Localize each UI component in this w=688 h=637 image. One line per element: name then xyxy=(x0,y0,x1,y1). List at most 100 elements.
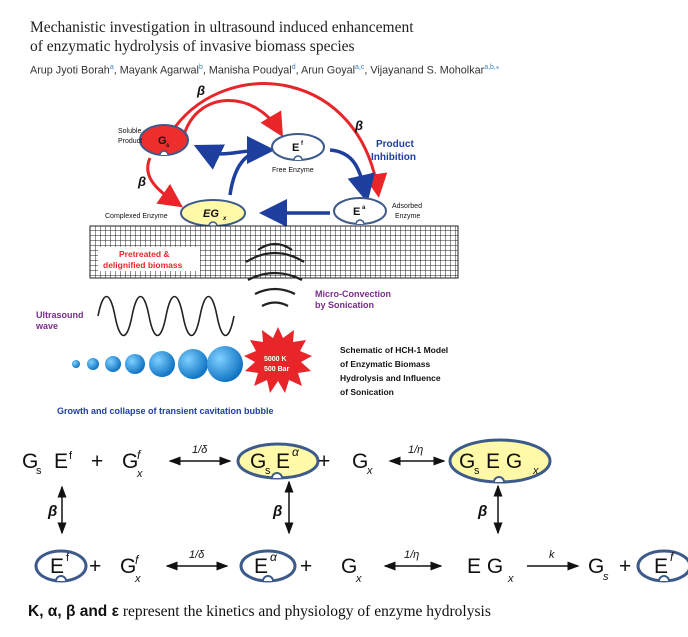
svg-text:500 Bar: 500 Bar xyxy=(264,366,290,373)
svg-text:G: G xyxy=(250,450,266,473)
author-affiliation: a,c xyxy=(355,64,365,71)
author-affiliation: b xyxy=(198,64,203,71)
svg-text:+: + xyxy=(91,450,103,473)
svg-text:f: f xyxy=(135,553,140,567)
navy-arrow-ef-to-ea xyxy=(329,148,375,203)
svg-text:Pretreated &: Pretreated & xyxy=(119,249,170,259)
red-arrow-gs-to-ea xyxy=(173,82,388,198)
svg-text:1/η: 1/η xyxy=(408,444,423,456)
author-affiliation: d xyxy=(291,64,296,71)
paper-title-line-1: Mechanistic investigation in ultrasound … xyxy=(30,19,414,36)
svg-text:+: + xyxy=(619,555,631,578)
svg-text:Hydrolysis and Influence: Hydrolysis and Influence xyxy=(340,373,441,383)
author-name: Arup Jyoti Borah xyxy=(30,64,110,77)
svg-text:s: s xyxy=(265,465,271,477)
caption-text: represent the kinetics and physiology of… xyxy=(118,603,491,620)
svg-text:β: β xyxy=(272,503,282,520)
red-arrow-gs-to-egx xyxy=(146,157,183,208)
svg-text:s: s xyxy=(166,143,170,149)
svg-text:5000 K: 5000 K xyxy=(264,356,287,363)
svg-text:E: E xyxy=(50,555,64,578)
svg-text:+: + xyxy=(89,555,101,578)
svg-text:x: x xyxy=(136,468,143,480)
svg-text:β: β xyxy=(137,174,146,189)
svg-text:Inhibition: Inhibition xyxy=(371,152,416,163)
navy-arrow-ef-to-gs xyxy=(193,144,269,170)
svg-text:E: E xyxy=(254,555,268,578)
svg-text:G: G xyxy=(120,555,136,578)
navy-arrow-egx-to-ef xyxy=(228,136,275,196)
svg-text:+: + xyxy=(318,450,330,473)
svg-text:β: β xyxy=(47,503,57,520)
svg-text:x: x xyxy=(507,573,514,585)
svg-text:G: G xyxy=(341,555,357,578)
author-affiliation: a,b,⁎ xyxy=(484,64,500,71)
svg-text:k: k xyxy=(549,549,555,561)
svg-text:wave: wave xyxy=(35,321,58,331)
svg-text:delignified biomass: delignified biomass xyxy=(103,260,183,270)
sound-wave-arcs xyxy=(245,242,305,307)
author-list: Arup Jyoti Boraha, Mayank Agarwalb, Mani… xyxy=(30,64,500,77)
svg-text:E: E xyxy=(654,555,668,578)
svg-text:x: x xyxy=(222,216,227,222)
svg-text:x: x xyxy=(355,573,362,585)
svg-text:1/δ: 1/δ xyxy=(192,444,208,456)
svg-text:a: a xyxy=(362,205,366,211)
svg-text:Product: Product xyxy=(376,139,414,150)
svg-text:β: β xyxy=(477,503,487,520)
svg-text:f: f xyxy=(137,448,142,462)
svg-text:Soluble: Soluble xyxy=(118,128,141,135)
svg-text:+: + xyxy=(300,555,312,578)
author-name: Arun Goyal xyxy=(301,64,356,77)
gs-label: G xyxy=(158,135,167,147)
paper-title: Mechanistic investigation in ultrasound … xyxy=(30,18,650,56)
red-arrow-gs-to-ef xyxy=(183,99,284,138)
svg-text:E: E xyxy=(276,450,290,473)
svg-text:of Enzymatic Biomass: of Enzymatic Biomass xyxy=(340,359,430,369)
svg-text:G: G xyxy=(122,450,138,473)
svg-text:E: E xyxy=(292,142,299,154)
svg-text:Enzyme: Enzyme xyxy=(395,213,420,220)
svg-text:x: x xyxy=(366,465,373,477)
svg-text:1/δ: 1/δ xyxy=(189,549,205,561)
svg-text:Product: Product xyxy=(118,138,142,145)
svg-text:α: α xyxy=(292,445,300,459)
svg-text:1/η: 1/η xyxy=(404,549,419,561)
cavitation-bubbles xyxy=(72,346,243,382)
complexed-enzyme-label: Complexed Enzyme xyxy=(105,213,168,220)
figure-caption: K, α, β and ε represent the kinetics and… xyxy=(28,603,678,621)
svg-text:E: E xyxy=(353,206,360,218)
svg-text:x: x xyxy=(532,465,539,477)
paper-title-line-2: of enzymatic hydrolysis of invasive biom… xyxy=(30,38,355,55)
svg-text:Schematic of HCH-1 Model: Schematic of HCH-1 Model xyxy=(340,345,448,355)
svg-text:x: x xyxy=(134,573,141,585)
svg-text:f: f xyxy=(301,141,304,147)
svg-text:of Sonication: of Sonication xyxy=(340,387,394,397)
svg-text:G: G xyxy=(22,450,38,473)
svg-text:Adsorbed: Adsorbed xyxy=(392,203,422,210)
svg-text:G: G xyxy=(588,555,604,578)
reaction-scheme: G s E f + G f x 1/δ G s E α + G x 1/η G … xyxy=(22,438,688,585)
collapse-burst xyxy=(244,327,312,393)
svg-text:α: α xyxy=(270,550,278,564)
svg-text:E G: E G xyxy=(486,450,522,473)
svg-text:f: f xyxy=(670,550,675,564)
free-enzyme-label: Free Enzyme xyxy=(272,167,314,174)
svg-text:β: β xyxy=(354,118,363,133)
svg-text:f: f xyxy=(69,450,73,462)
bubble-caption: Growth and collapse of transient cavitat… xyxy=(57,406,274,416)
author-name: Manisha Poudyal xyxy=(208,64,292,77)
svg-text:s: s xyxy=(603,571,609,583)
author-affiliation: a xyxy=(109,64,114,71)
svg-text:E: E xyxy=(54,450,68,473)
svg-text:G: G xyxy=(352,450,368,473)
svg-text:f: f xyxy=(66,552,70,564)
svg-text:Ultrasound: Ultrasound xyxy=(36,310,84,320)
svg-text:β: β xyxy=(196,83,205,98)
svg-text:s: s xyxy=(474,465,480,477)
svg-text:G: G xyxy=(459,450,475,473)
svg-text:s: s xyxy=(36,465,42,477)
author-name: Vijayanand S. Moholkar xyxy=(370,64,485,77)
svg-text:E G: E G xyxy=(467,555,503,578)
